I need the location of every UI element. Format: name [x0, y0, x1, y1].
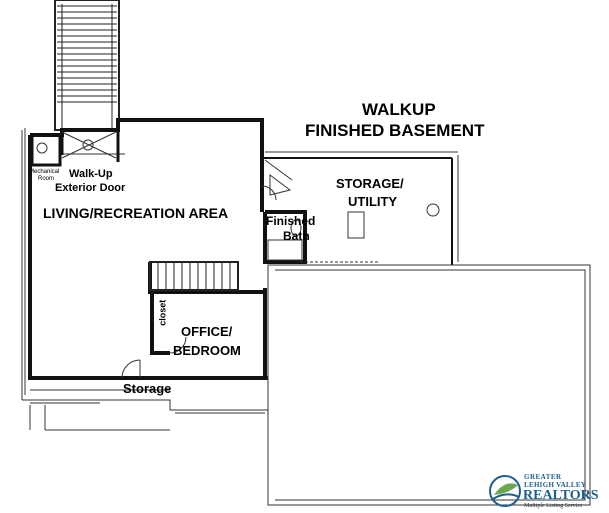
globe-leaf-icon: [489, 475, 521, 507]
door-swings: [121, 185, 277, 379]
storage-utility-label-line2: UTILITY: [348, 194, 398, 209]
finished-bath-label-line1: Finished: [266, 214, 316, 228]
realtors-logo: GREATER LEHIGH VALLEY REALTORS Multiple …: [488, 472, 606, 510]
mechanical-equipment: [36, 131, 117, 159]
logo-line1: GREATER: [524, 473, 562, 481]
closet-label: closet: [157, 299, 168, 326]
finished-bath-label-line2: Bath: [283, 229, 310, 243]
bath-fixtures: [264, 159, 303, 261]
logo-line2: LEHIGH VALLEY: [524, 481, 587, 489]
living-recreation-label: LIVING/RECREATION AREA: [43, 205, 229, 221]
mechanical-room-label-line2: Room: [38, 176, 55, 182]
office-bedroom-label-line1: OFFICE/: [181, 324, 233, 339]
office-bedroom-label-line2: BEDROOM: [173, 343, 241, 358]
logo-line3: REALTORS: [523, 488, 599, 503]
logo-line4: Multiple Listing Service: [524, 503, 583, 509]
outline-lines: [21, 128, 591, 506]
mechanical-room-label-line1: Mechanical: [29, 169, 60, 175]
mechanical-room-walls: [30, 130, 120, 167]
plan-title-line1: WALKUP: [362, 100, 436, 119]
exterior-stairs: [54, 0, 120, 131]
utility-equipment: [300, 203, 440, 263]
plan-title-line2: FINISHED BASEMENT: [305, 121, 485, 140]
walkup-door-label-line2: Exterior Door: [55, 182, 126, 194]
walkup-door-label-line1: Walk-Up: [69, 168, 113, 180]
exterior-walls: [28, 118, 453, 380]
storage-utility-label-line1: STORAGE/: [336, 176, 404, 191]
interior-stairs: [149, 261, 239, 291]
storage-label: Storage: [123, 381, 172, 396]
